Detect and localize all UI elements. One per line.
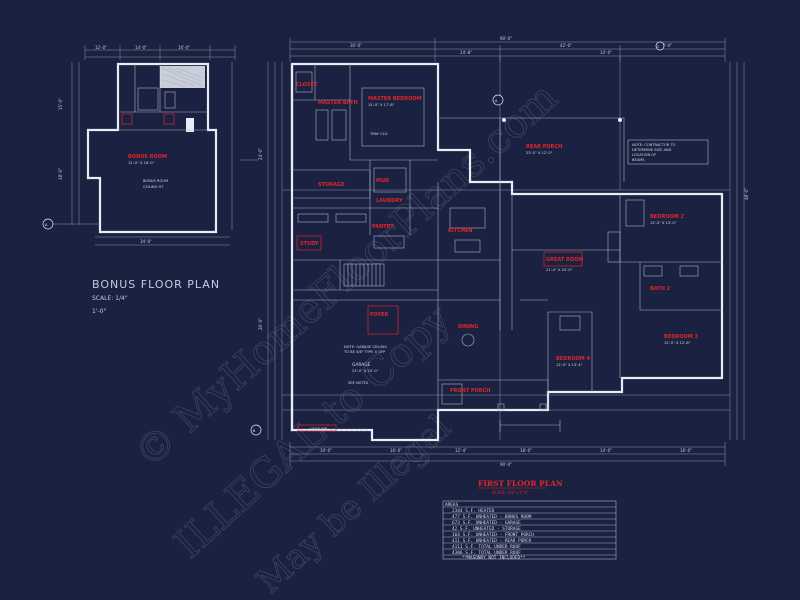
svg-text:14'-0": 14'-0" xyxy=(135,45,147,50)
svg-text:TO BE 5/8" TYPE X GYP: TO BE 5/8" TYPE X GYP xyxy=(343,350,386,354)
svg-text:16'-0": 16'-0" xyxy=(390,448,402,453)
master-bath-label: MASTER BATH xyxy=(318,100,358,106)
master-bedroom-label: MASTER BEDROOM xyxy=(368,96,422,102)
svg-text:14'-0": 14'-0" xyxy=(600,448,612,453)
area-row: 42 S.F. UNHEATED - STORAGE xyxy=(452,526,521,532)
svg-text:18'-0": 18'-0" xyxy=(58,168,63,180)
svg-text:21'-0" X 20'-0": 21'-0" X 20'-0" xyxy=(546,268,573,272)
section-marker-left xyxy=(250,424,262,436)
bonus-plan-title: BONUS FLOOR PLAN xyxy=(92,278,220,291)
svg-text:TRAY CLG: TRAY CLG xyxy=(369,132,388,136)
svg-text:12'-0" X 12'-8": 12'-0" X 12'-8" xyxy=(664,341,691,345)
front-porch-label: FRONT PORCH xyxy=(450,388,490,394)
svg-text:A: A xyxy=(495,99,498,103)
svg-text:23'-0" X 12'-0": 23'-0" X 12'-0" xyxy=(526,151,553,155)
bedroom4-label: BEDROOM 4 xyxy=(556,356,590,362)
pantry-label: PANTRY xyxy=(372,224,394,230)
svg-text:NOTE: CONTRACTOR TO: NOTE: CONTRACTOR TO xyxy=(632,143,676,147)
mud-label: MUD xyxy=(376,178,389,184)
svg-text:LOCATION OF: LOCATION OF xyxy=(632,153,656,157)
svg-text:BEAMS: BEAMS xyxy=(632,158,645,162)
svg-text:12'-0" X 18'-0": 12'-0" X 18'-0" xyxy=(128,161,155,165)
svg-text:CEILING HT: CEILING HT xyxy=(143,185,164,189)
bonus-plan-scale: SCALE: 1/4" xyxy=(92,295,128,302)
svg-text:SEE NOTES: SEE NOTES xyxy=(348,381,369,385)
svg-text:C: C xyxy=(657,45,660,49)
section-marker-top xyxy=(492,94,504,106)
area-row: 411 S.F. UNHEATED - REAR PORCH xyxy=(452,538,532,544)
garage-label: GARAGE xyxy=(352,362,371,368)
storage-label: STORAGE xyxy=(318,182,345,188)
bonus-floor-plan: 12'-0" 14'-0" 16'-0" 15'-0" 18'-0" 34'-0… xyxy=(42,45,258,315)
svg-text:30'-0": 30'-0" xyxy=(350,43,362,48)
svg-text:34'-0": 34'-0" xyxy=(140,239,152,244)
svg-text:26'-0": 26'-0" xyxy=(258,318,263,330)
svg-text:90'-0": 90'-0" xyxy=(500,462,512,467)
svg-text:DETERMINE SIZE AND: DETERMINE SIZE AND xyxy=(632,148,672,152)
area-row: **MASONRY NOT INCLUDED** xyxy=(462,555,526,561)
area-row: 477 S.F. UNHEATED - BONUS ROOM xyxy=(452,514,532,520)
bedroom3-label: BEDROOM 3 xyxy=(664,334,698,340)
svg-text:24'-0": 24'-0" xyxy=(258,148,263,160)
first-floor-title: FIRST FLOOR PLAN xyxy=(478,479,563,488)
svg-text:15'-0": 15'-0" xyxy=(58,98,63,110)
area-row: 164 S.F. UNHEATED - FRONT PORCH xyxy=(452,532,534,538)
areas-table: AREAS 2344 S.F. HEATED 477 S.F. UNHEATED… xyxy=(442,500,617,561)
svg-text:18'-0": 18'-0" xyxy=(520,448,532,453)
area-row: 2344 S.F. HEATED xyxy=(452,508,495,514)
svg-text:15'-0" X 17'-8": 15'-0" X 17'-8" xyxy=(368,103,395,107)
svg-text:12'-4": 12'-4" xyxy=(455,448,467,453)
first-floor-plan: 90'-0" 30'-0" 42'-0" 22'-0" 14'-8" 14'-0… xyxy=(250,36,749,495)
svg-text:12'-0": 12'-0" xyxy=(95,45,107,50)
rear-porch-label: REAR PORCH xyxy=(526,144,562,150)
foyer-label: FOYER xyxy=(370,312,389,318)
svg-text:23'-0" X 25'-0": 23'-0" X 25'-0" xyxy=(352,369,379,373)
area-row: 673 S.F. UNHEATED - GARAGE xyxy=(452,520,521,526)
svg-text:16'-0": 16'-0" xyxy=(178,45,190,50)
svg-text:42'-0": 42'-0" xyxy=(560,43,572,48)
laundry-label: LAUNDRY xyxy=(376,198,403,204)
section-marker-right xyxy=(655,41,665,51)
svg-text:BONUS ROOM: BONUS ROOM xyxy=(143,179,168,183)
great-room-label: GREAT ROOM xyxy=(546,257,583,263)
svg-text:14'-0": 14'-0" xyxy=(600,50,612,55)
study-label: STUDY xyxy=(300,241,319,247)
svg-text:B: B xyxy=(253,429,256,433)
svg-text:A: A xyxy=(45,223,48,227)
kitchen-label: KITCHEN xyxy=(448,228,473,234)
bedroom2-label: BEDROOM 2 xyxy=(650,214,684,220)
closet-label: CLOSET xyxy=(296,82,318,88)
svg-text:14'-8": 14'-8" xyxy=(460,50,472,55)
area-row: 4306 S.F. TOTAL UNDER ROOF xyxy=(452,550,521,556)
svg-text:12'-0" X 13'-0": 12'-0" X 13'-0" xyxy=(650,221,677,225)
svg-text:HOSE BIB: HOSE BIB xyxy=(310,427,328,431)
dining-label: DINING xyxy=(458,324,478,330)
bath2-label: BATH 2 xyxy=(650,286,671,292)
bonus-room-label: BONUS ROOM xyxy=(128,154,167,160)
svg-text:22'-0": 22'-0" xyxy=(660,43,672,48)
bonus-plan-scale2: 1'-0" xyxy=(92,308,106,315)
svg-text:10'-0": 10'-0" xyxy=(320,448,332,453)
svg-text:NOTE: GARAGE CEILING: NOTE: GARAGE CEILING xyxy=(344,345,387,349)
svg-text:90'-0": 90'-0" xyxy=(500,36,512,41)
svg-text:12'-0" X 13'-4": 12'-0" X 13'-4" xyxy=(556,363,583,367)
svg-text:16'-0": 16'-0" xyxy=(680,448,692,453)
first-floor-scale: SCALE: 1/4"=1'-0" xyxy=(492,490,529,495)
areas-header: AREAS xyxy=(445,502,459,508)
svg-text:48'-0": 48'-0" xyxy=(744,188,749,200)
area-row: 4111 S.F. TOTAL UNDER ROOF xyxy=(452,544,521,550)
